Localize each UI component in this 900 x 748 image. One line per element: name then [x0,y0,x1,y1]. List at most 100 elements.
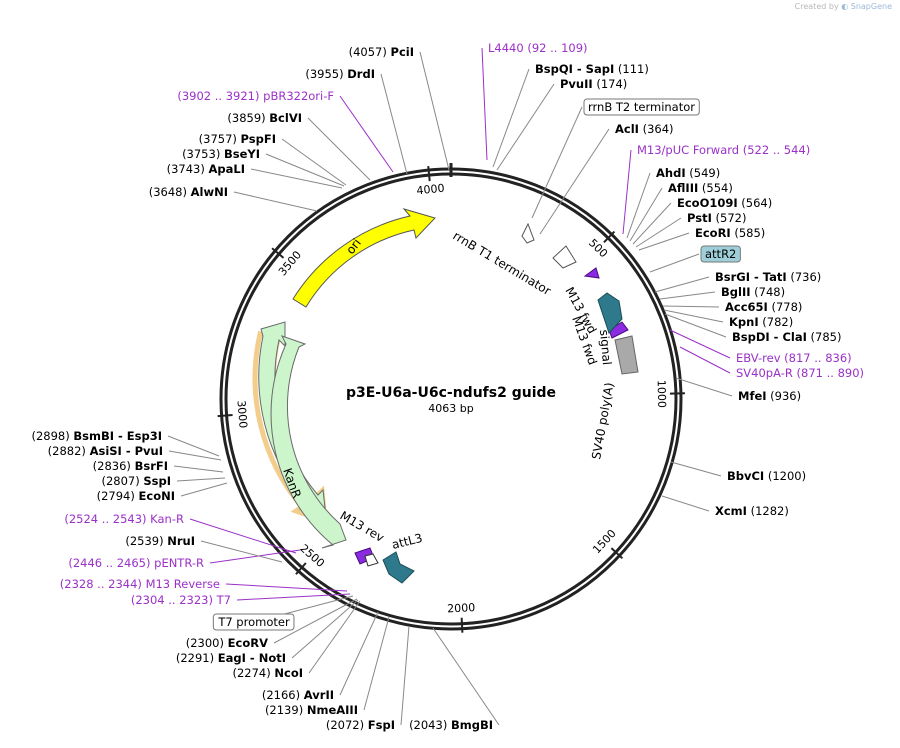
site-connector [649,253,700,273]
site-label[interactable]: rrnB T2 terminator [588,100,695,114]
signal-label: signal [597,329,614,366]
site-label[interactable]: L4440 (92 .. 109) [488,41,588,55]
site-label[interactable]: MfeI (936) [738,389,801,403]
tick-marks [217,163,685,633]
enzyme-name: EagI - NotI [218,651,286,665]
site-connector [663,309,724,323]
enzyme-position: (782) [759,315,794,329]
site-label[interactable]: (3757) PspFI [199,132,276,146]
site-label[interactable]: (2139) NmeAIII [265,703,358,717]
site-label[interactable]: (3648) AlwNI [149,185,228,199]
t7-promoter-feature[interactable] [364,553,379,567]
site-label[interactable]: (2300) EcoRV [186,636,268,650]
site-label[interactable]: PstI (572) [687,211,746,225]
site-connector [669,329,731,359]
site-label[interactable]: T7 promoter [217,615,290,629]
site-label[interactable]: EBV-rev (817 .. 836) [736,351,852,365]
site-connector [481,47,488,161]
enzyme-position: (3757) [199,132,241,146]
site-label[interactable]: EcoRI (585) [695,226,765,240]
enzyme-name: AclI [615,122,639,136]
feature-label-box [583,98,700,116]
attr2-feature[interactable] [597,292,623,334]
rrnb-t1-feature[interactable] [552,245,577,269]
site-label[interactable]: (3753) BseYI [182,147,260,161]
site-label[interactable]: XcmI (1282) [715,504,789,518]
tick-mark [295,562,307,575]
site-label[interactable]: (3743) ApaLI [167,162,245,176]
site-name: SV40pA-R [736,366,797,380]
site-label[interactable]: (2072) FspI [326,718,395,732]
site-label[interactable]: (3902 .. 3921) pBR322ori-F [177,89,334,103]
m13-fwd-feature[interactable] [583,267,600,279]
site-connector [626,172,651,239]
plasmid-length: 4063 bp [428,402,473,415]
enzyme-name: AlwNI [191,185,228,199]
site-label[interactable]: AflIII (554) [668,181,733,195]
site-label[interactable]: KpnI (782) [729,315,793,329]
m13-fwd-feature-2[interactable] [608,321,629,339]
attl3-feature[interactable] [382,551,415,584]
site-connector [632,202,672,245]
site-label[interactable]: (2446 .. 2465) pENTR-R [68,556,204,570]
enzyme-position: (3753) [182,147,224,161]
site-label[interactable]: EcoO109I (564) [677,196,772,210]
ori-feature[interactable] [292,208,436,308]
kanr-arrow[interactable] [270,335,347,549]
site-label[interactable]: (4057) PciI [349,45,414,59]
site-label[interactable]: BspQI - SapI (111) [535,62,649,76]
site-label[interactable]: (2882) AsiSI - PvuI [48,444,163,458]
site-connector [189,518,297,554]
site-label[interactable]: M13/pUC Forward (522 .. 544) [637,143,810,157]
site-connector [363,616,390,711]
site-connector [380,73,408,175]
site-connector [661,495,710,512]
site-label[interactable]: Acc65I (778) [725,300,802,314]
site-label[interactable]: SV40pA-R (871 .. 890) [736,366,864,380]
enzyme-name: EcoRI [695,226,731,240]
site-label[interactable]: (3955) DrdI [305,67,375,81]
sv40-polya-feature[interactable] [614,335,639,375]
site-label[interactable]: (2539) NruI [125,534,195,548]
credit-prefix: Created by [794,2,839,11]
enzyme-position: (2166) [262,688,304,702]
site-label[interactable]: (2304 .. 2323) T7 [131,593,231,607]
site-label[interactable]: AhdI (549) [656,166,720,180]
enzyme-position: (2300) [186,636,228,650]
tick-label: 3000 [235,400,250,429]
site-label[interactable]: BbvCI (1200) [727,469,806,483]
site-label[interactable]: attR2 [705,247,736,261]
enzyme-position: (2043) [409,718,451,732]
site-label[interactable]: (2807) SspI [101,474,171,488]
site-label[interactable]: (2898) BsmBI - Esp3I [31,429,162,443]
site-connector [622,149,632,235]
site-label[interactable]: (2274) NcoI [232,666,303,680]
enzyme-position: (1282) [747,504,789,518]
site-connector [400,625,410,726]
site-position: (2304 .. 2323) [131,593,217,607]
site-label[interactable]: (2328 .. 2344) M13 Reverse [60,577,220,591]
site-connector [496,83,555,171]
site-label[interactable]: PvuII (174) [560,77,627,91]
enzyme-name: AhdI [656,166,686,180]
site-label[interactable]: (2166) AvrII [262,688,334,702]
site-label[interactable]: (2524 .. 2543) Kan-R [64,512,184,526]
tick-mark [271,247,285,259]
enzyme-name: BsmBI - Esp3I [73,429,162,443]
tick-mark [427,166,431,182]
site-label[interactable]: (2291) EagI - NotI [176,651,286,665]
site-label[interactable]: BsrGI - TatI (736) [715,270,821,284]
site-label[interactable]: AclI (364) [615,122,674,136]
enzyme-position: (2291) [176,651,218,665]
enzyme-name: PciI [391,45,414,59]
site-label[interactable]: BspDI - ClaI (785) [732,330,841,344]
enzyme-position: (2539) [125,534,167,548]
site-label[interactable]: (3859) BclVI [227,111,302,125]
site-label[interactable]: BglII (748) [721,285,785,299]
rrnb-t2-feature[interactable] [521,222,535,244]
site-connector [173,465,224,473]
site-label[interactable]: (2043) BmgBI [409,718,493,732]
site-position: (3902 .. 3921) [177,89,263,103]
site-label[interactable]: (2794) EcoNI [97,489,175,503]
site-label[interactable]: (2836) BsrFI [93,459,168,473]
